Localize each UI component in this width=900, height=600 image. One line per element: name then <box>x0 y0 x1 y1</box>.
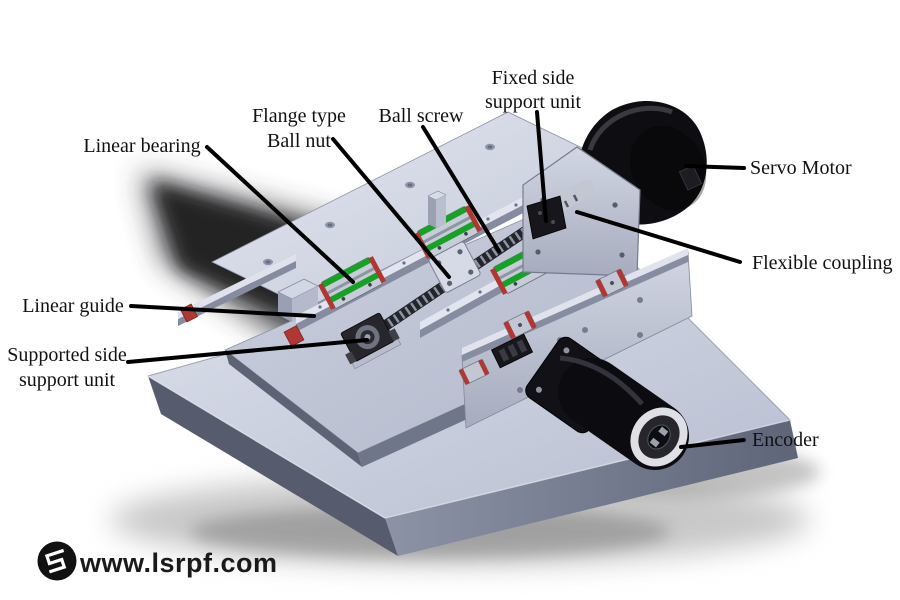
bearing-block-red-1 <box>503 310 537 340</box>
watermark: www.lsrpf.com <box>37 541 278 581</box>
rail-clamp-red-2 <box>283 325 305 347</box>
stop-bracket <box>427 190 447 228</box>
label-flange-ball-nut-line1: Flange type <box>252 105 346 127</box>
ball-screw-leader <box>421 125 501 253</box>
label-flexible-coupling: Flexible coupling <box>752 252 893 274</box>
flexible-coupling-leader <box>575 210 742 264</box>
servo-motor-leader <box>684 164 746 170</box>
label-supported-side-line1: Supported side <box>7 344 127 366</box>
supported-side-leader <box>126 338 369 364</box>
table-bolt-holes <box>263 143 495 266</box>
flange-ball-nut-leader <box>331 137 451 279</box>
linear-bearing-leader <box>205 145 355 284</box>
encoder-assembly <box>525 336 689 470</box>
encoder-end-cap <box>630 407 688 467</box>
watermark-url: www.lsrpf.com <box>79 548 278 578</box>
label-supported-side-line2: support unit <box>19 369 116 391</box>
linear-guide-leader <box>129 304 316 318</box>
label-fixed-side-line1: Fixed side <box>492 67 575 89</box>
label-flange-ball-nut-line2: Ball nut <box>267 130 331 152</box>
supported-side-support-unit <box>340 312 402 370</box>
terminal-block <box>490 333 534 369</box>
bearing-block-red-3 <box>458 359 490 385</box>
label-ball-screw: Ball screw <box>379 105 465 127</box>
label-servo-motor: Servo Motor <box>750 157 852 179</box>
fixed-side-leader <box>535 110 548 223</box>
leader-lines <box>126 110 746 449</box>
label-linear-guide: Linear guide <box>22 295 124 317</box>
label-fixed-side-line2: support unit <box>485 91 582 113</box>
label-linear-bearing: Linear bearing <box>83 135 200 157</box>
labels: Linear bearing Flange type Ball nut Ball… <box>7 67 892 451</box>
encoder-leader <box>679 438 746 449</box>
lsrpf-logo-icon <box>37 541 77 581</box>
bearing-block-red-2 <box>595 268 629 298</box>
label-encoder: Encoder <box>752 429 819 451</box>
